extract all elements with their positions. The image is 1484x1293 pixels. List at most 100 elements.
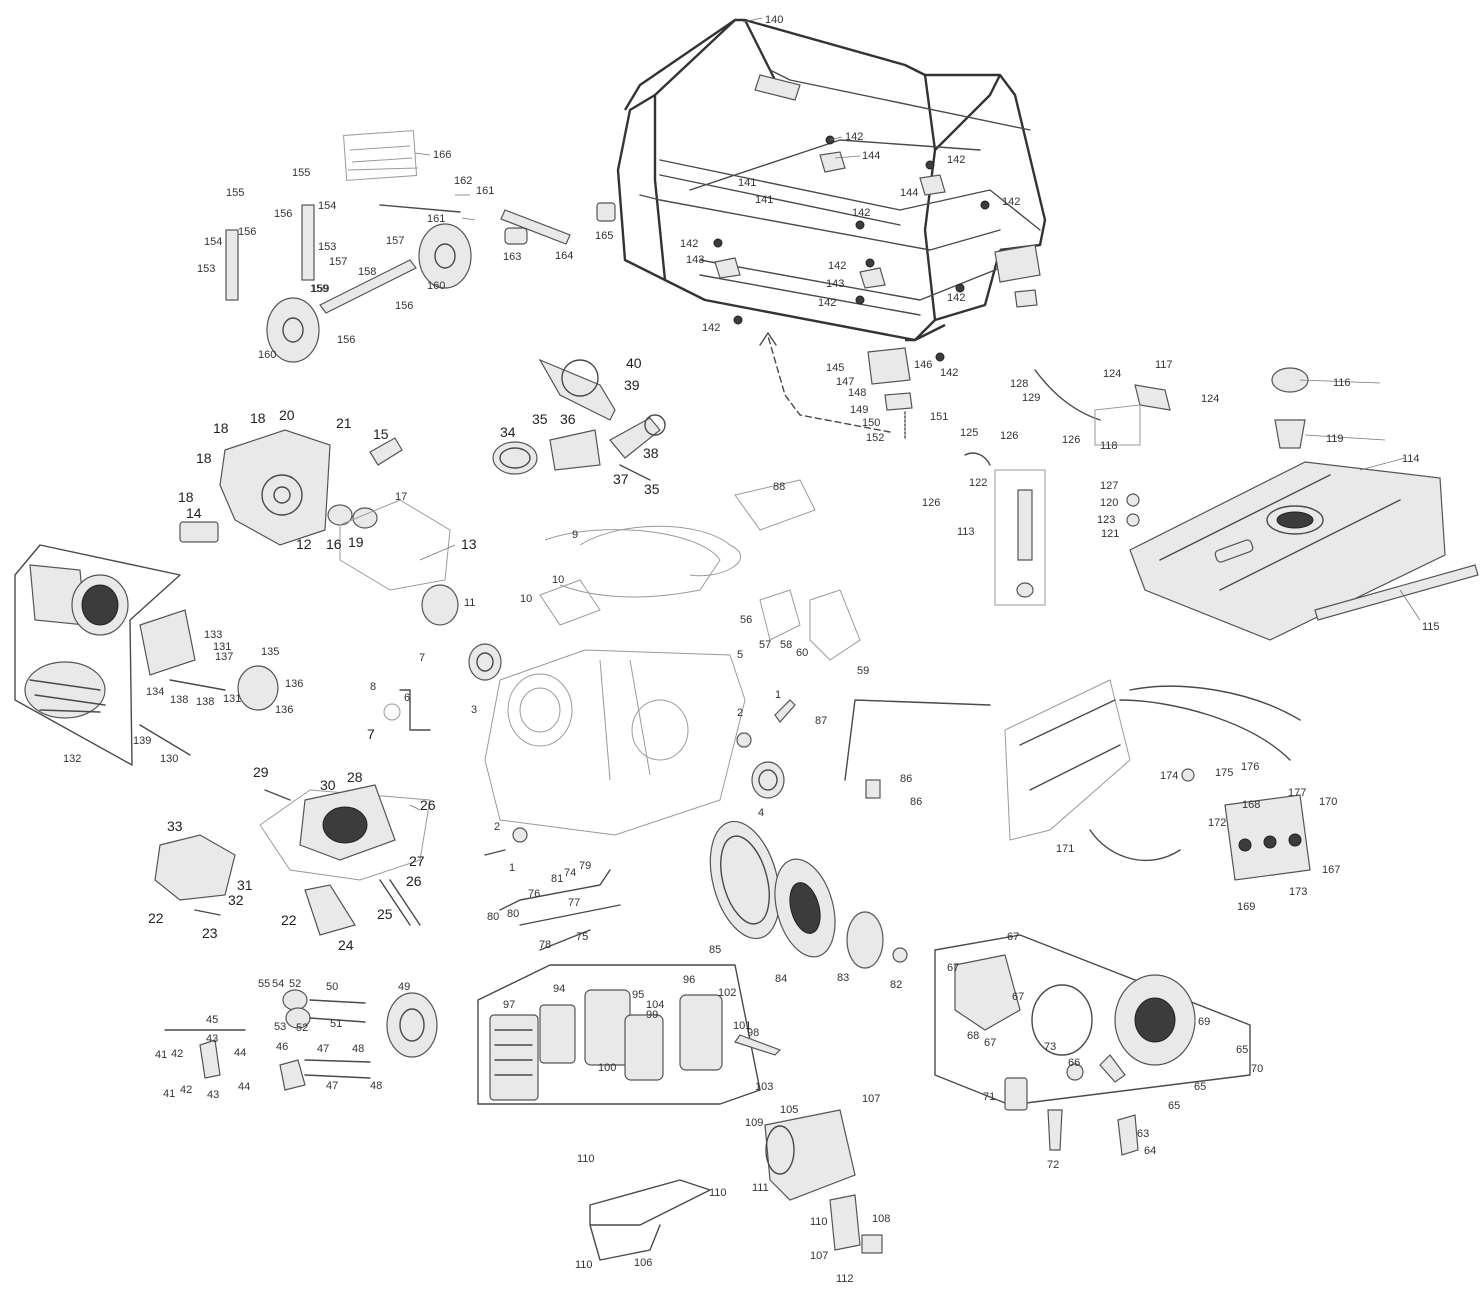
callout-label: 52 bbox=[289, 978, 301, 990]
callout-label: 163 bbox=[503, 251, 521, 263]
leader-lines bbox=[409, 17, 1421, 1022]
callout-label: 120 bbox=[1100, 497, 1118, 509]
callout-label: 19 bbox=[348, 534, 364, 550]
callout-label: 136 bbox=[275, 704, 293, 716]
callout-labels: 140 142 144 142 141 141 142 144 142 142 … bbox=[63, 14, 1440, 1285]
callout-label: 126 bbox=[1000, 430, 1018, 442]
callout-label: 27 bbox=[409, 853, 425, 869]
callout-label: 9 bbox=[572, 529, 578, 541]
callout-label: 125 bbox=[960, 427, 978, 439]
callout-label: 167 bbox=[1322, 864, 1340, 876]
callout-label: 141 bbox=[738, 177, 756, 189]
callout-label: 97 bbox=[503, 999, 515, 1011]
callout-label: 98 bbox=[747, 1027, 759, 1039]
callout-label: 22 bbox=[148, 910, 164, 926]
callout-label: 108 bbox=[872, 1213, 890, 1225]
wiring-harness-area bbox=[579, 479, 991, 799]
callout-label: 47 bbox=[317, 1043, 329, 1055]
callout-label: 34 bbox=[500, 424, 516, 440]
callout-label: 156 bbox=[337, 334, 355, 346]
callout-label: 69 bbox=[1198, 1016, 1210, 1028]
callout-label: 48 bbox=[370, 1080, 382, 1092]
callout-label: 153 bbox=[318, 241, 336, 253]
callout-label: 78 bbox=[539, 939, 551, 951]
callout-label: 142 bbox=[940, 367, 958, 379]
callout-label: 124 bbox=[1201, 393, 1219, 405]
callout-label: 138 bbox=[196, 696, 214, 708]
callout-label: 118 bbox=[1100, 440, 1118, 452]
callout-label: 133 bbox=[204, 629, 222, 641]
callout-label: 158 bbox=[358, 266, 376, 278]
callout-label: 38 bbox=[643, 445, 659, 461]
callout-label: 136 bbox=[285, 678, 303, 690]
callout-label: 116 bbox=[1333, 377, 1351, 389]
callout-label: 143 bbox=[826, 278, 844, 290]
callout-label: 65 bbox=[1236, 1044, 1248, 1056]
callout-label: 74 bbox=[564, 867, 576, 879]
callout-label: 31 bbox=[237, 877, 253, 893]
callout-label: 142 bbox=[845, 131, 863, 143]
callout-label: 16 bbox=[326, 536, 342, 552]
cylinder-head-assembly bbox=[154, 784, 431, 936]
callout-label: 40 bbox=[626, 355, 642, 371]
callout-label: 18 bbox=[178, 489, 194, 505]
callout-label: 113 bbox=[957, 526, 975, 538]
callout-label: 129 bbox=[1022, 392, 1040, 404]
callout-label: 142 bbox=[680, 238, 698, 250]
callout-label: 177 bbox=[1288, 787, 1306, 799]
callout-label: 112 bbox=[836, 1273, 854, 1285]
callout-label: 149 bbox=[850, 404, 868, 416]
callout-label: 130 bbox=[160, 753, 178, 765]
callout-label: 142 bbox=[1002, 196, 1020, 208]
callout-label: 28 bbox=[347, 769, 363, 785]
air-filter-assembly bbox=[477, 964, 782, 1105]
callout-label: 35 bbox=[532, 411, 548, 427]
callout-label: 168 bbox=[1242, 799, 1260, 811]
callout-label: 109 bbox=[745, 1117, 763, 1129]
callout-label: 159 bbox=[310, 283, 328, 295]
callout-label: 1 bbox=[775, 689, 781, 701]
callout-label: 60 bbox=[796, 647, 808, 659]
callout-label: 77 bbox=[568, 897, 580, 909]
callout-label: 95 bbox=[632, 989, 644, 1001]
recoil-starter-assembly bbox=[934, 934, 1251, 1156]
callout-label: 122 bbox=[969, 477, 987, 489]
callout-label: 29 bbox=[253, 764, 269, 780]
callout-label: 53 bbox=[274, 1021, 286, 1033]
callout-label: 161 bbox=[427, 213, 445, 225]
callout-label: 25 bbox=[377, 906, 393, 922]
callout-label: 146 bbox=[914, 359, 932, 371]
callout-label: 49 bbox=[398, 981, 410, 993]
callout-label: 165 bbox=[595, 230, 613, 242]
callout-label: 59 bbox=[857, 665, 869, 677]
engine-block-assembly bbox=[383, 529, 796, 856]
callout-label: 104 bbox=[646, 999, 664, 1011]
flywheel-assembly bbox=[709, 820, 908, 969]
callout-label: 154 bbox=[318, 200, 336, 212]
callout-label: 26 bbox=[406, 873, 422, 889]
callout-label: 139 bbox=[133, 735, 151, 747]
callout-label: 105 bbox=[780, 1104, 798, 1116]
callout-label: 75 bbox=[576, 931, 588, 943]
callout-label: 124 bbox=[1103, 368, 1121, 380]
callout-label: 35 bbox=[644, 481, 660, 497]
callout-label: 86 bbox=[900, 773, 912, 785]
callout-label: 51 bbox=[330, 1018, 342, 1030]
callout-label: 110 bbox=[577, 1153, 595, 1165]
callout-label: 7 bbox=[367, 726, 375, 742]
callout-label: 132 bbox=[63, 753, 81, 765]
callout-label: 47 bbox=[326, 1080, 338, 1092]
callout-label: 37 bbox=[613, 471, 629, 487]
callout-label: 156 bbox=[274, 208, 292, 220]
callout-label: 142 bbox=[828, 260, 846, 272]
callout-label: 110 bbox=[810, 1216, 828, 1228]
callout-label: 107 bbox=[862, 1093, 880, 1105]
callout-label: 79 bbox=[579, 860, 591, 872]
callout-label: 4 bbox=[758, 807, 764, 819]
callout-label: 6 bbox=[404, 692, 410, 704]
callout-label: 55 bbox=[258, 978, 270, 990]
alternator-assembly bbox=[14, 544, 279, 766]
callout-label: 126 bbox=[922, 497, 940, 509]
callout-label: 67 bbox=[947, 962, 959, 974]
callout-label: 18 bbox=[250, 410, 266, 426]
